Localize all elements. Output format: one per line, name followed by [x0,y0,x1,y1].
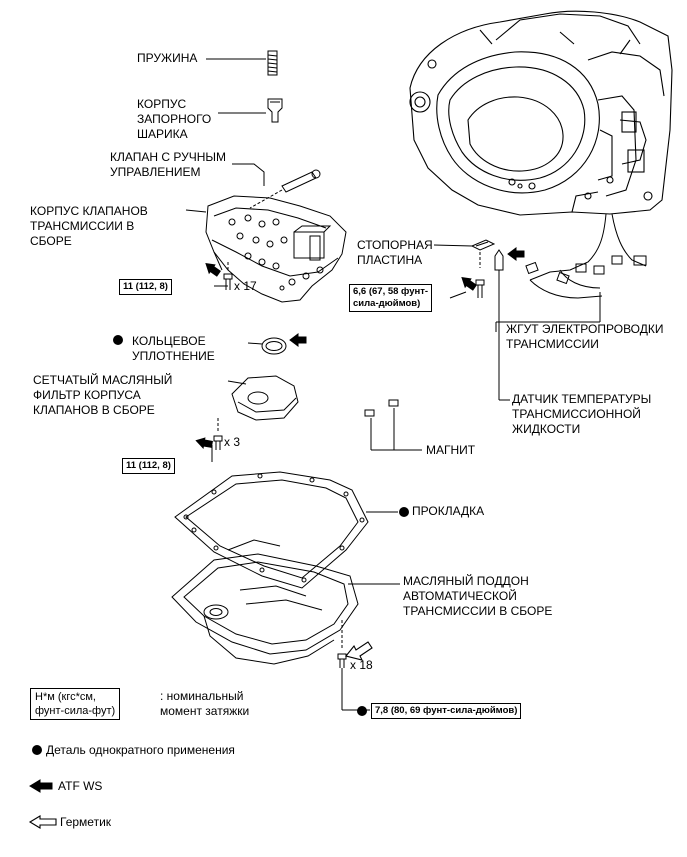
spring-drawing [206,50,278,76]
wire-harness-drawing [496,213,647,323]
valve-body-drawing [185,195,347,303]
atf-arrow-icon [205,262,221,277]
torque-strainer-bolts: 11 (112, 8) [122,458,175,474]
legend-non-reusable: Деталь однократного применения [46,743,235,757]
o-ring-drawing [247,337,287,355]
oil-pan-drawing [171,539,400,711]
non-reusable-legend-dot-icon [32,745,42,755]
torque-valve-body-bolts: 11 (112, 8) [119,279,172,295]
label-gasket: ПРОКЛАДКА [412,504,485,518]
sealant-legend-arrow-icon [28,815,57,829]
transmission-case-drawing [409,10,673,216]
legend-atf: ATF WS [58,779,103,793]
label-valve-body: КОРПУС КЛАПАНОВ ТРАНСМИССИИ В СБОРЕ [30,204,148,248]
check-ball-body-drawing [218,98,283,123]
label-oil-pan: МАСЛЯНЫЙ ПОДДОН АВТОМАТИЧЕСКОЙ ТРАНСМИСС… [403,574,553,618]
label-spring: ПРУЖИНА [137,51,198,65]
gasket-drawing [174,471,398,589]
qty-valve-body-bolts: x 17 [234,279,257,293]
non-reusable-dot-icon [399,507,409,517]
legend-torque-box: Н*м (кгс*см, фунт-сила-фут) [30,688,121,720]
non-reusable-dot-icon [357,706,367,716]
atf-arrow-icon [289,333,307,347]
non-reusable-dot-icon [113,335,123,345]
qty-oil-pan-bolts: x 18 [350,658,373,672]
label-manual-valve: КЛАПАН С РУЧНЫМ УПРАВЛЕНИЕМ [110,150,227,179]
qty-strainer-bolts: x 3 [224,435,241,449]
legend-torque-desc: : номинальный момент затяжки [160,689,250,718]
label-o-ring: КОЛЬЦЕВОЕ УПЛОТНЕНИЕ [132,334,215,363]
label-wire-harness: ЖГУТ ЭЛЕКТРОПРОВОДКИ ТРАНСМИССИИ [506,322,664,351]
manual-valve-drawing [232,163,321,209]
atf-arrow-icon [507,247,525,261]
atf-legend-arrow-icon [29,779,53,793]
atf-arrow-icon [195,437,213,449]
label-magnet: МАГНИТ [426,443,476,457]
legend-sealant: Герметик [60,815,112,829]
label-temp-sensor: ДАТЧИК ТЕМПЕРАТУРЫ ТРАНСМИССИОННОЙ ЖИДКО… [512,392,652,436]
torque-oil-pan-bolts: 7,8 (80, 69 фунт-сила-дюймов) [371,703,522,719]
lock-plate-drawing [433,239,496,298]
strainer-drawing [213,375,299,450]
torque-lock-plate-bolt: 6,6 (67, 58 фунт- сила-дюймов) [349,284,433,312]
sealant-arrow-icon [345,641,373,661]
magnet-drawing [364,399,422,451]
label-lock-plate: СТОПОРНАЯ ПЛАСТИНА [357,238,433,267]
label-check-ball-body: КОРПУС ЗАПОРНОГО ШАРИКА [137,97,212,141]
leader-lock-plate-torque [449,291,467,299]
label-strainer: СЕТЧАТЫЙ МАСЛЯНЫЙ ФИЛЬТР КОРПУСА КЛАПАНО… [33,373,173,417]
temp-sensor-drawing [494,249,510,401]
atf-arrow-icon [461,276,477,291]
